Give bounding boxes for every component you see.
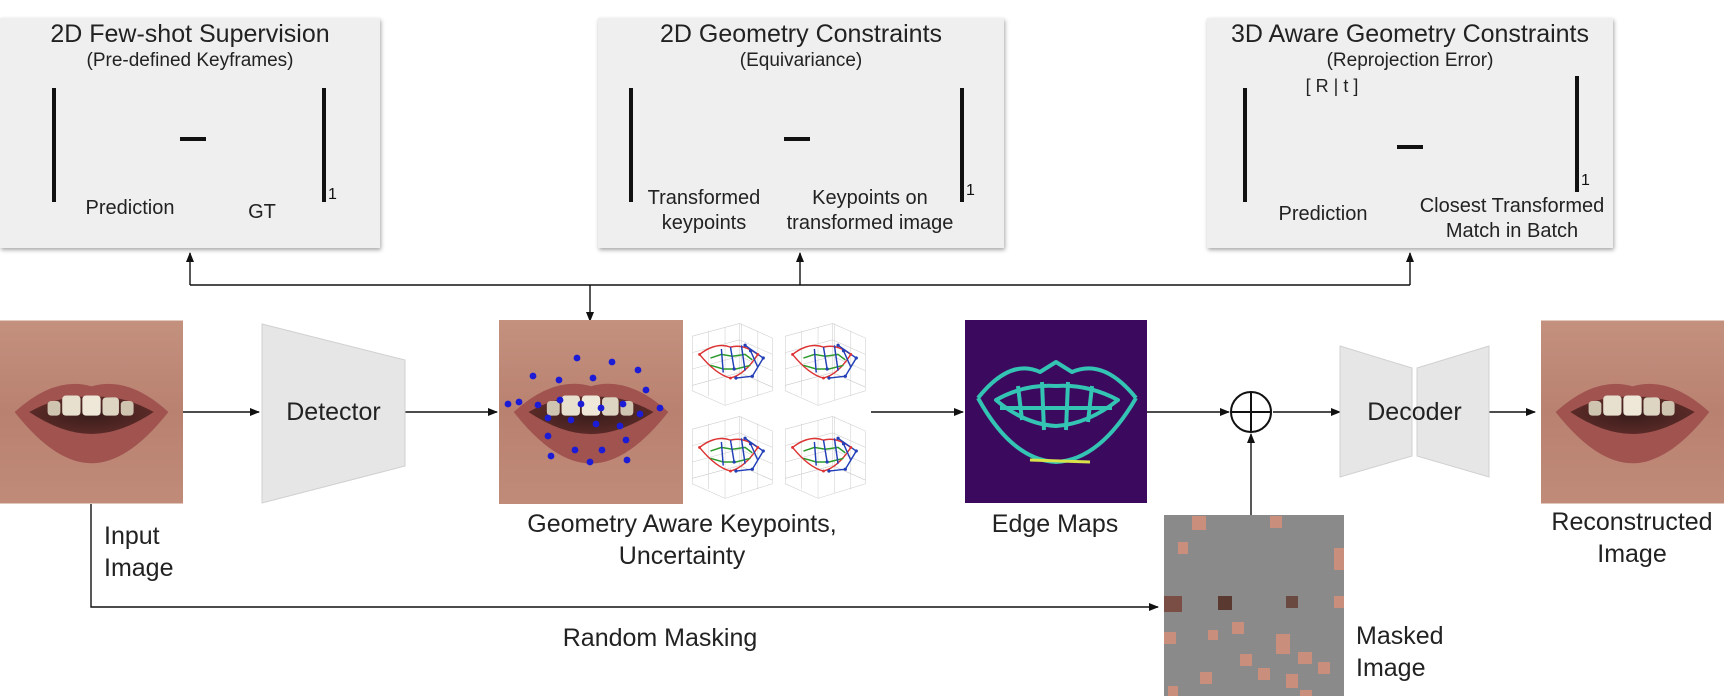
- detector-block: [261, 323, 406, 504]
- few-shot-subtitle: (Pre-defined Keyframes): [86, 50, 294, 71]
- 3d-prediction-label: Prediction: [1278, 203, 1368, 225]
- reconstructed-image-label: Reconstructed Image: [1551, 508, 1713, 568]
- norm-bar-right: [322, 88, 326, 202]
- geometry-3d-panel: 3D Aware Geometry Constraints (Reproject…: [1207, 18, 1613, 248]
- prediction-label: Prediction: [85, 197, 175, 219]
- geometry-3d-subtitle: (Reprojection Error): [1326, 50, 1494, 71]
- decoder-left-block: [1339, 345, 1413, 478]
- reconstructed-image: [1541, 320, 1724, 504]
- input-image: [0, 320, 183, 504]
- keypoint-dots: [504, 354, 664, 466]
- norm-bar-left: [629, 88, 633, 202]
- input-image-label: Input Image: [104, 522, 174, 582]
- masked-image: [1164, 515, 1344, 696]
- keypoints-on-transformed-label: Keypoints on transformed image: [786, 187, 954, 234]
- masked-image-label: Masked Image: [1356, 622, 1444, 682]
- geometry-2d-panel: 2D Geometry Constraints (Equivariance) 1…: [598, 18, 1004, 248]
- geometry-3d-title: 3D Aware Geometry Constraints: [1230, 20, 1590, 48]
- edge-map-image: [965, 320, 1147, 503]
- pipeline-arrows: [90, 408, 1536, 611]
- geometry-2d-title: 2D Geometry Constraints: [659, 20, 943, 48]
- transform-label: [ R | t ]: [1305, 76, 1359, 96]
- norm-subscript: 1: [966, 182, 975, 199]
- random-masking-label: Random Masking: [562, 624, 758, 652]
- norm-subscript: 1: [1581, 172, 1590, 189]
- norm-bar-left: [52, 88, 56, 202]
- minus-sign: [784, 137, 810, 141]
- keypoints-image: [499, 320, 683, 504]
- norm-bar-right: [960, 88, 964, 202]
- feedback-lines: [186, 252, 1414, 322]
- decoder-right-block: [1416, 345, 1490, 478]
- norm-subscript: 1: [328, 186, 337, 203]
- closest-match-label: Closest Transformed Match in Batch: [1419, 195, 1605, 242]
- keypoints-label: Geometry Aware Keypoints, Uncertainty: [527, 510, 837, 570]
- combine-node: [1230, 391, 1272, 433]
- minus-sign: [180, 137, 206, 141]
- edge-maps-label: Edge Maps: [991, 510, 1119, 538]
- gt-label: GT: [248, 201, 276, 223]
- decoder-label: Decoder: [1367, 398, 1462, 426]
- minus-sign: [1397, 145, 1423, 149]
- norm-bar-left: [1243, 88, 1247, 202]
- norm-bar-right: [1575, 76, 1579, 192]
- geometry-2d-subtitle: (Equivariance): [739, 50, 863, 71]
- detector-label: Detector: [286, 398, 381, 426]
- transformed-keypoints-label: Transformed keypoints: [647, 187, 761, 234]
- few-shot-title: 2D Few-shot Supervision: [50, 20, 330, 48]
- skeleton-grid: [685, 318, 869, 502]
- few-shot-supervision-panel: 2D Few-shot Supervision (Pre-defined Key…: [0, 18, 380, 248]
